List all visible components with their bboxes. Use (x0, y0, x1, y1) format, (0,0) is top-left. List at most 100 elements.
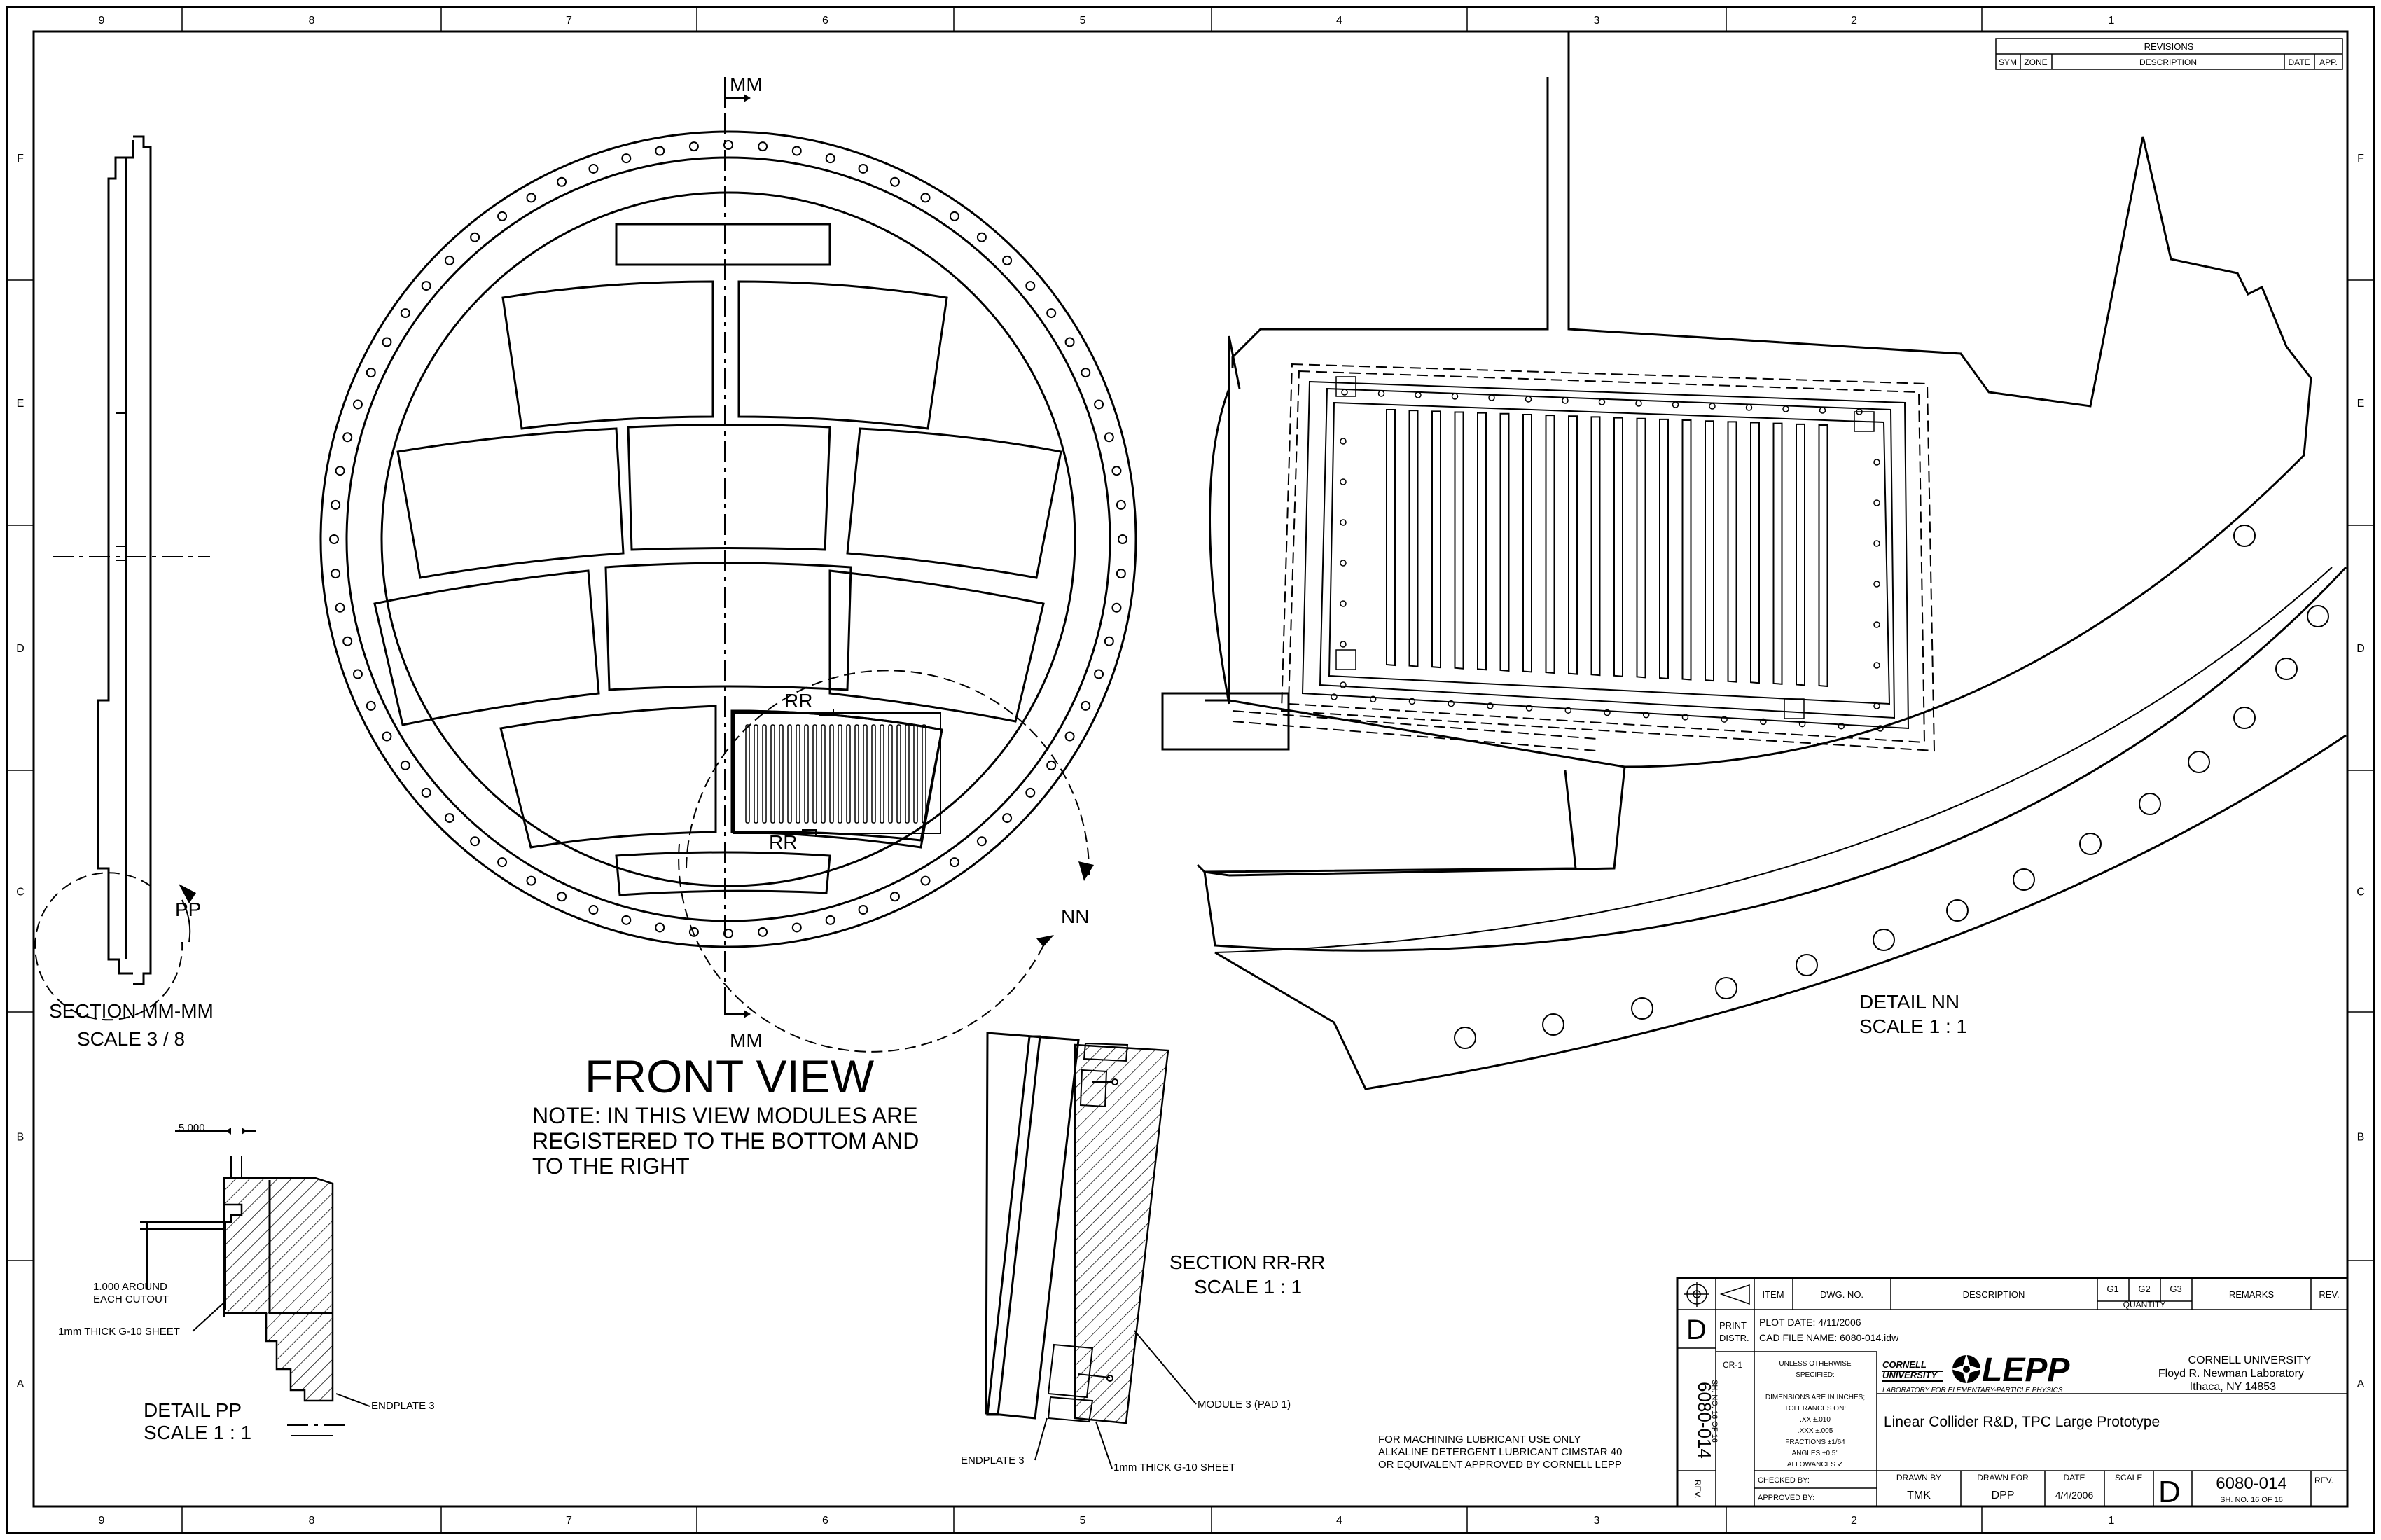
col-g1: G1 (2106, 1284, 2118, 1294)
outer-border (6, 6, 2375, 1534)
drawing-title: Linear Collider R&D, TPC Large Prototype (1884, 1414, 2160, 1430)
bolt-hole (470, 836, 480, 847)
arc-bolt-hole (2275, 658, 2298, 680)
mount-hole (1487, 702, 1494, 709)
col-description: DESCRIPTION (1963, 1289, 2025, 1300)
bolt-hole (366, 700, 376, 711)
bolt-hole (825, 153, 835, 164)
arc-bolt-hole (2079, 833, 2102, 855)
zone-col-label: 6 (822, 1515, 828, 1527)
bolt-hole (758, 141, 768, 152)
bolt-hole (526, 193, 536, 203)
pad-slot (896, 724, 901, 824)
bolt-hole (621, 153, 632, 164)
bolt-hole (329, 534, 339, 544)
zone-row-label: F (2357, 153, 2364, 165)
bolt-hole (557, 892, 567, 902)
mount-hole (1564, 707, 1572, 714)
tolerance-line: SPECIFIED: (1796, 1371, 1835, 1379)
bolt-hole (331, 499, 341, 510)
section-rr-scale: SCALE 1 : 1 (1194, 1276, 1302, 1298)
mount-hole (1415, 391, 1422, 398)
detail-nn-label: DETAIL NN (1859, 991, 1959, 1013)
col-rev: REV. (2319, 1289, 2339, 1300)
arc-bolt-hole (1946, 899, 1969, 922)
mount-hole (1451, 393, 1459, 400)
zone-col-label: 3 (1594, 1515, 1600, 1527)
pad-slot (754, 724, 758, 824)
bolt-hole (1002, 813, 1013, 824)
rev-col-date: DATE (2288, 57, 2310, 67)
side-letter: D (1686, 1314, 1707, 1345)
tolerance-line: UNLESS OTHERWISE (1779, 1360, 1851, 1368)
arc-bolt-hole (1542, 1013, 1564, 1036)
pad-slot (1499, 412, 1510, 672)
bolt-hole (920, 193, 931, 203)
zone-col-label: 7 (566, 1515, 572, 1527)
arc-bolt-hole (1796, 954, 1818, 976)
section-mm-view: PP SECTION MM-MM SCALE 3 / 8 (34, 135, 214, 1050)
bolt-hole (588, 905, 599, 915)
rr-module-label: MODULE 3 (PAD 1) (1198, 1399, 1291, 1410)
bolt-hole (976, 232, 987, 242)
tolerance-line: DIMENSIONS ARE IN INCHES; (1765, 1394, 1865, 1401)
mount-hole (1488, 394, 1495, 401)
drawn-by-label: DRAWN BY (1896, 1473, 1941, 1483)
zone-row-label: E (17, 398, 25, 410)
pad-slot (1659, 418, 1669, 680)
mount-hole (1525, 396, 1532, 403)
module-pad-slots (733, 712, 941, 834)
zone-row-label: E (2357, 398, 2365, 410)
col-dwg-no: DWG. NO. (1820, 1289, 1863, 1300)
mount-hole (1340, 438, 1347, 445)
bolt-hole (1025, 281, 1036, 291)
revisions-title: REVISIONS (2144, 41, 2194, 52)
bolt-hole (557, 176, 567, 187)
mount-hole (1672, 401, 1679, 408)
mm-top-label: MM (730, 74, 763, 95)
pad-slot (854, 724, 859, 824)
tolerance-line: .XX ±.010 (1800, 1416, 1831, 1424)
bolt-hole (497, 211, 508, 221)
front-view: MM MM RR RR NN FRONT VIEW NOTE: IN THIS … (319, 74, 1137, 1179)
bolt-hole (655, 146, 665, 156)
mount-hole (1681, 714, 1689, 721)
bolt-hole (382, 337, 392, 347)
bolt-hole (526, 875, 536, 886)
org-line-1: CORNELL UNIVERSITY (2188, 1354, 2312, 1366)
bolt-hole (1111, 466, 1122, 476)
bolt-hole (588, 163, 599, 174)
bolt-hole (621, 915, 632, 925)
mount-hole (1341, 389, 1348, 396)
detail-nn-arc-holes (1454, 525, 2329, 1049)
bolt-hole (758, 927, 768, 937)
dwg-no: 6080-014 (2216, 1474, 2286, 1493)
drawn-for-label: DRAWN FOR (1977, 1473, 2029, 1483)
pad-slot (871, 724, 876, 824)
bolt-hole (1064, 731, 1075, 742)
bolt-hole (335, 602, 345, 613)
checked-by: CHECKED BY: (1758, 1476, 1810, 1485)
col-item: ITEM (1762, 1289, 1784, 1300)
zone-col-label: 2 (1851, 1515, 1857, 1527)
bolt-hole (949, 857, 959, 868)
pad-slot (745, 724, 750, 824)
bolt-hole (1111, 602, 1122, 613)
mount-hole (1709, 403, 1716, 410)
arc-bolt-hole (1715, 977, 1737, 999)
pad-slot (1477, 412, 1487, 671)
bolt-hole (1025, 787, 1036, 798)
date-value: 4/4/2006 (2055, 1490, 2094, 1501)
bolt-hole (331, 569, 341, 579)
cad-file: CAD FILE NAME: 6080-014.idw (1759, 1332, 1899, 1343)
org-line-2: Floyd R. Newman Laboratory (2158, 1368, 2304, 1380)
mount-hole (1798, 720, 1806, 728)
pp-note-around-2: EACH CUTOUT (93, 1293, 169, 1305)
cr-label: CR-1 (1723, 1360, 1742, 1370)
detail-pp-label: DETAIL PP (144, 1399, 242, 1421)
rr-bottom-label: RR (769, 831, 797, 853)
bolt-hole (342, 636, 353, 646)
zone-col-label: 1 (2109, 1515, 2115, 1527)
mount-hole (1873, 621, 1880, 628)
